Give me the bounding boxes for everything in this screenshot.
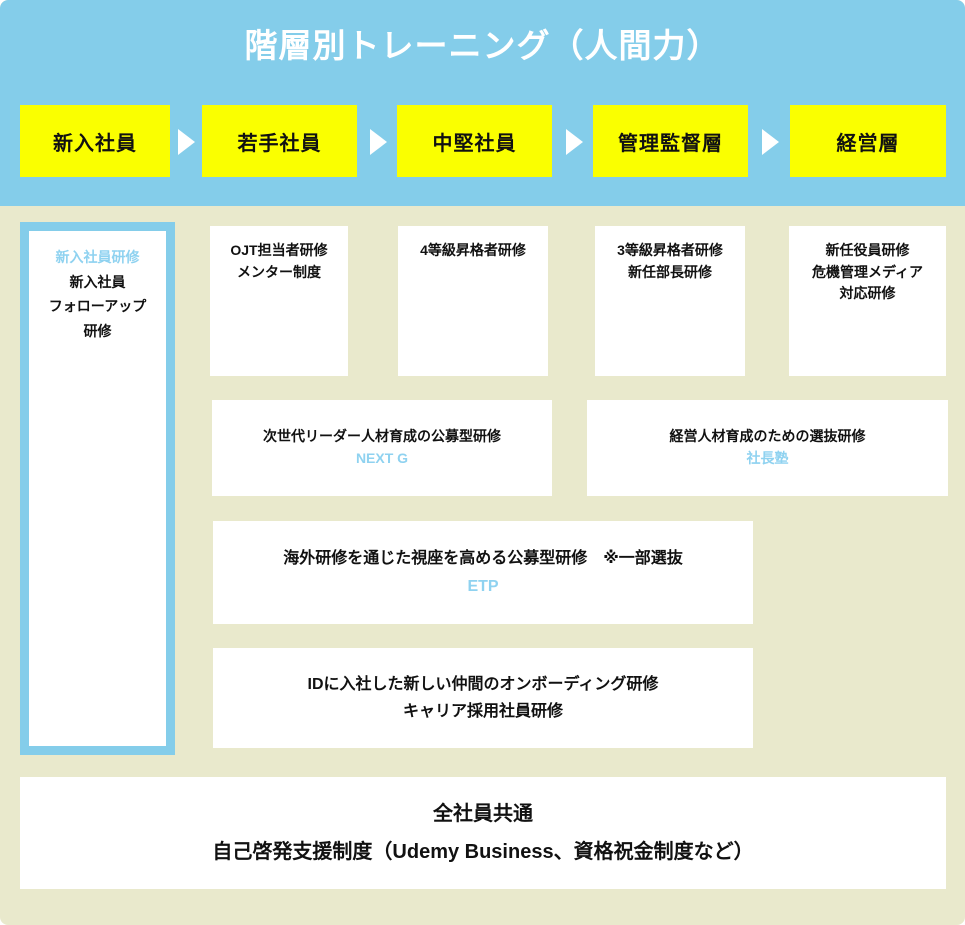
card-shachozyuku: 経営人材育成のための選抜研修 社長塾 <box>587 400 948 496</box>
card-line: 次世代リーダー人材育成の公募型研修 <box>263 428 501 445</box>
arrow-icon-2 <box>370 129 387 155</box>
arrow-icon-4 <box>762 129 779 155</box>
card-line: OJT担当者研修 <box>230 242 328 258</box>
card-line: 新入社員 <box>69 273 126 290</box>
stage-box-3: 中堅社員 <box>397 105 552 177</box>
stage-label: 若手社員 <box>237 132 322 155</box>
card-line: 経営人材育成のための選抜研修 <box>669 428 866 445</box>
card-line: 新任部長研修 <box>628 263 712 280</box>
card-new-executive: 新任役員研修 危機管理メディア 対応研修 <box>789 226 946 376</box>
page-title: 階層別トレーニング（人間力） <box>244 27 721 64</box>
card-line: キャリア採用社員研修 <box>402 703 563 720</box>
banner-line-2: 自己啓発支援制度（Udemy Business、資格祝金制度など） <box>212 841 754 863</box>
card-line: 海外研修を通じた視座を高める公募型研修 ※一部選抜 <box>283 550 683 568</box>
header-band: 階層別トレーニング（人間力） 新入社員 若手社員 中堅社員 管理監督層 経営層 <box>0 0 965 206</box>
arrow-icon-1 <box>178 129 195 155</box>
all-employees-banner: 全社員共通 自己啓発支援制度（Udemy Business、資格祝金制度など） <box>20 777 946 889</box>
card-program-code: ETP <box>467 577 499 595</box>
stage-box-1: 新入社員 <box>20 105 170 177</box>
stage-box-2: 若手社員 <box>202 105 357 177</box>
card-line: 新任役員研修 <box>825 242 910 258</box>
arrow-icon-3 <box>566 129 583 155</box>
stage-label: 中堅社員 <box>432 132 517 155</box>
card-line: 対応研修 <box>839 285 896 302</box>
card-line: メンター制度 <box>237 263 321 280</box>
card-grade4-promotion: 4等級昇格者研修 <box>398 226 548 376</box>
card-line: IDに入社した新しい仲間のオンボーディング研修 <box>307 675 659 693</box>
card-line: 3等級昇格者研修 <box>617 242 723 258</box>
card-line: 4等級昇格者研修 <box>420 242 526 258</box>
card-onboarding: IDに入社した新しい仲間のオンボーディング研修 キャリア採用社員研修 <box>213 648 753 748</box>
card-line: 危機管理メディア <box>811 263 924 280</box>
highlight-card-inner: 新入社員研修 新入社員 フォローアップ 研修 <box>29 231 166 746</box>
stage-label: 経営層 <box>836 132 900 155</box>
card-program-code: 社長塾 <box>746 450 789 466</box>
banner-line-1: 全社員共通 <box>433 803 533 825</box>
card-grade3-promotion: 3等級昇格者研修 新任部長研修 <box>595 226 745 376</box>
card-line: 研修 <box>83 322 112 339</box>
stage-box-5: 経営層 <box>790 105 946 177</box>
card-program-code: NEXT G <box>355 450 409 466</box>
card-ojt-mentor: OJT担当者研修 メンター制度 <box>210 226 348 376</box>
stage-box-4: 管理監督層 <box>593 105 748 177</box>
card-line: 新入社員研修 <box>55 249 140 265</box>
stage-label: 新入社員 <box>53 132 137 155</box>
card-line: フォローアップ <box>48 298 147 314</box>
stage-label: 管理監督層 <box>618 132 723 155</box>
card-etp-overseas: 海外研修を通じた視座を高める公募型研修 ※一部選抜 ETP <box>213 521 753 624</box>
card-next-g: 次世代リーダー人材育成の公募型研修 NEXT G <box>212 400 552 496</box>
highlight-card-new-employee: 新入社員研修 新入社員 フォローアップ 研修 <box>20 222 175 755</box>
